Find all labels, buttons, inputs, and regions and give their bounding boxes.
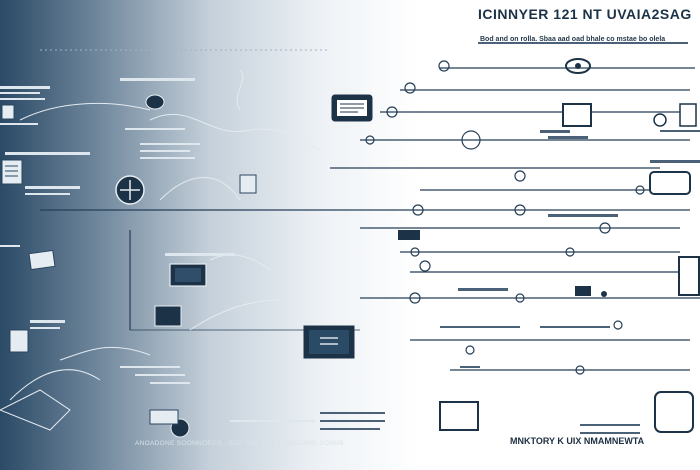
- footer-caption-right: MNKTORY K UIX NMAMNEWTA: [510, 436, 645, 446]
- gear-icon: [439, 401, 479, 431]
- left-icons: [0, 94, 257, 438]
- car-icon: [649, 171, 691, 195]
- left-curves: [9, 69, 321, 401]
- footer-caption-left: ANOADONE SOONNOEDS · BAD OAN TRE 1 ODSTA…: [135, 440, 344, 447]
- diagram-title: ICINNYER 121 NT UVAIA2SAG: [478, 6, 692, 22]
- phone-icon: [678, 256, 700, 296]
- diagram-subtitle: Bod and on rolla. Sbaa aad oad bhale co …: [480, 36, 666, 43]
- left-text-bars: [0, 78, 315, 422]
- connector-lines: [40, 67, 700, 371]
- robot-icon: [679, 103, 697, 127]
- node-rings: [365, 60, 645, 375]
- right-icons: [303, 58, 700, 433]
- eye-icon: [565, 58, 591, 74]
- right-text-bars: [320, 42, 700, 434]
- tablet-icon: [562, 103, 592, 127]
